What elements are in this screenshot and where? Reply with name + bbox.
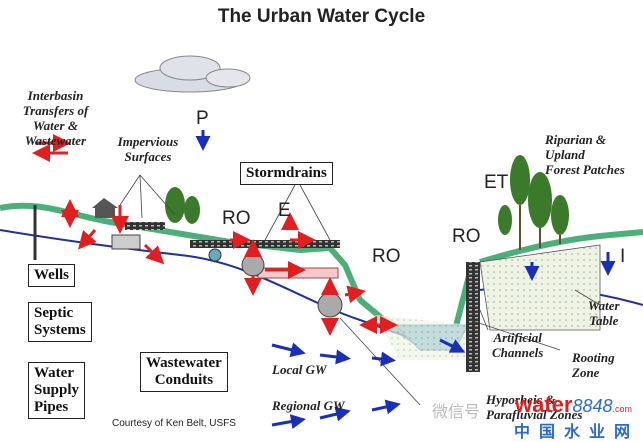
- groundwater-arrows: [195, 130, 616, 429]
- label-line: Septic: [34, 305, 74, 321]
- label-wastewater-conduits: Wastewater Conduits: [140, 352, 228, 392]
- trees-icon: [165, 155, 569, 235]
- label-riparian: Riparian & Upland Forest Patches: [545, 132, 625, 177]
- label-line: Parafluvial Zones: [486, 407, 583, 422]
- credit-text: Courtesy of Ken Belt, USFS: [112, 418, 236, 429]
- label-line: Water: [34, 365, 74, 381]
- label-line: Channels: [492, 345, 544, 360]
- label-line: Transfers of: [22, 103, 89, 118]
- label-ro-right: RO: [452, 226, 481, 247]
- label-line: Water: [588, 298, 620, 313]
- channel-wall: [466, 262, 480, 372]
- label-line: Artificial: [493, 330, 542, 345]
- conduit-icon: [241, 253, 265, 277]
- label-interbasin: Interbasin Transfers of Water & Wastewat…: [8, 88, 103, 148]
- label-impervious: Impervious Surfaces: [108, 134, 188, 164]
- label-evap: E: [278, 200, 291, 221]
- logo-main: water: [515, 392, 573, 417]
- label-line: Interbasin: [27, 88, 84, 103]
- label-line: Systems: [34, 322, 86, 338]
- label-line: Conduits: [154, 372, 214, 388]
- label-line: Surfaces: [124, 149, 172, 164]
- label-local-gw: Local GW: [272, 362, 327, 377]
- label-line: Hyporheic &: [486, 392, 556, 407]
- watermark-logo-cn: 中国水业网: [514, 424, 640, 441]
- label-line: Supply: [34, 382, 80, 398]
- label-line: Pipes: [34, 399, 69, 415]
- label-supply-pipes: Water Supply Pipes: [28, 362, 86, 419]
- watermark-logo: water8848.com: [515, 392, 632, 418]
- label-line: Zone: [572, 365, 600, 380]
- label-infiltration: I: [620, 246, 626, 267]
- label-wells: Wells: [28, 264, 76, 287]
- label-regional-gw: Regional GW: [272, 398, 345, 413]
- label-line: Upland: [545, 147, 585, 162]
- house-icon: [92, 198, 118, 218]
- label-water-table: Water Table: [588, 298, 620, 328]
- label-stormdrains: Stormdrains: [240, 162, 333, 185]
- label-line: Forest Patches: [545, 162, 625, 177]
- watermark-text: 微信号: [432, 404, 481, 421]
- diagram-title: The Urban Water Cycle: [217, 6, 426, 27]
- label-hyporheic: Hyporheic & Parafluvial Zones: [486, 392, 582, 422]
- label-ro-left: RO: [222, 208, 251, 229]
- label-et: ET: [484, 172, 509, 193]
- cloud-icon: [134, 55, 251, 93]
- logo-num: 8848: [572, 396, 613, 416]
- label-septic: Septic Systems: [28, 302, 92, 342]
- label-line: Rooting: [572, 350, 615, 365]
- label-artificial-channels: Artificial Channels: [492, 330, 543, 360]
- label-line: Riparian &: [545, 132, 607, 147]
- label-line: Water &: [33, 118, 78, 133]
- flow-arrows: [32, 134, 398, 336]
- label-line: Wastewater: [146, 355, 222, 371]
- label-line: Wastewater: [24, 133, 87, 148]
- label-line: Impervious: [117, 134, 179, 149]
- label-rooting-zone: Rooting Zone: [572, 350, 615, 380]
- logo-com: .com: [612, 404, 633, 414]
- label-ro-mid: RO: [372, 246, 401, 267]
- surface-flow-path: [0, 202, 473, 349]
- label-precip: P: [196, 108, 209, 129]
- label-line: Table: [589, 313, 619, 328]
